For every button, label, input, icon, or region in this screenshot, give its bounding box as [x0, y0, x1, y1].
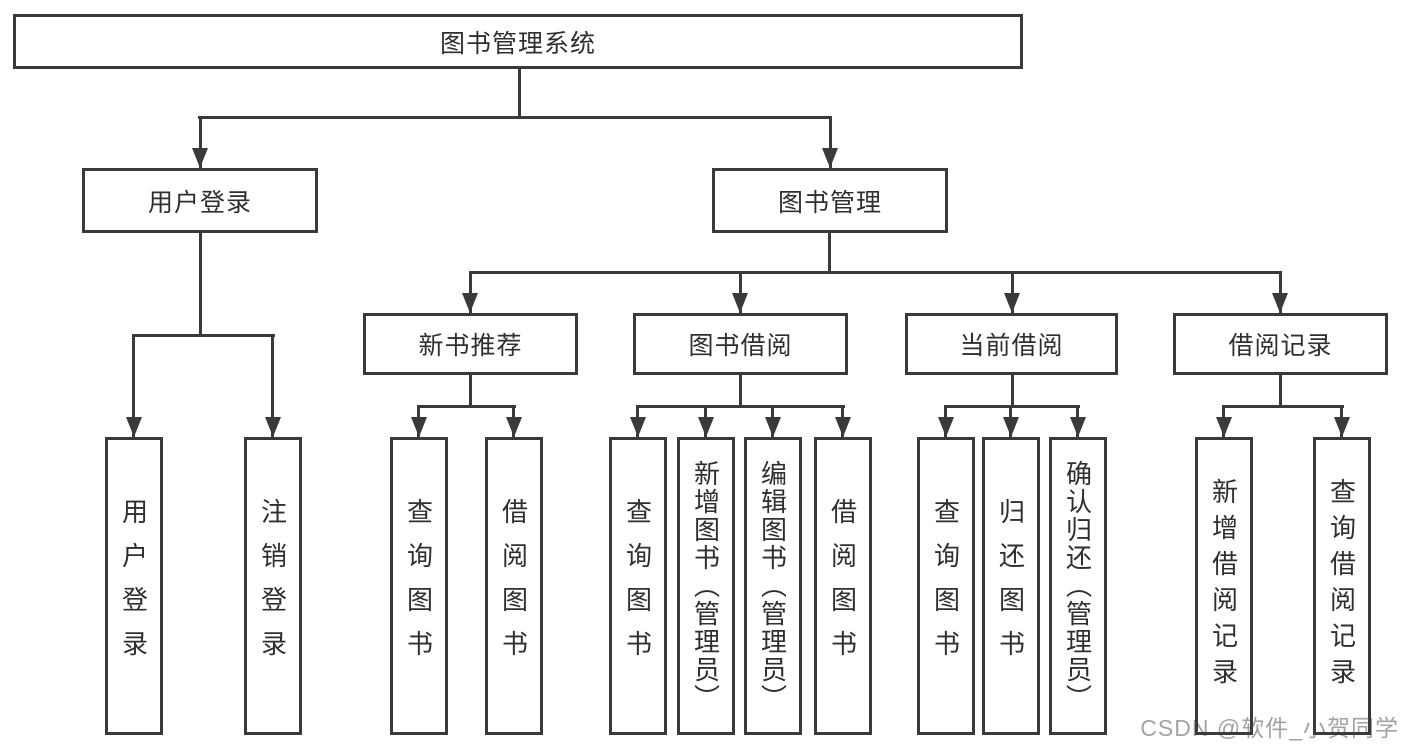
connector-drop-level3 — [1011, 271, 1014, 313]
node-current-borrow: 当前借阅 — [905, 313, 1118, 375]
connector-current-borrow-bar — [944, 405, 1080, 408]
arrowhead-down-icon — [1216, 417, 1232, 437]
arrowhead-down-icon — [698, 417, 714, 437]
arrowhead-down-icon — [822, 148, 838, 168]
connector-drop-leaf — [271, 334, 274, 437]
arrowhead-down-icon — [732, 293, 748, 313]
node-root: 图书管理系统 — [13, 14, 1023, 69]
connector-drop-level3 — [1279, 271, 1282, 313]
leaf-query-books-recommend: 查询图书 — [390, 437, 448, 735]
arrowhead-down-icon — [1272, 293, 1288, 313]
arrowhead-down-icon — [765, 417, 781, 437]
connector-borrow-records-bar — [1222, 405, 1344, 408]
leaf-return-books: 归还图书 — [982, 437, 1040, 735]
arrowhead-down-icon — [411, 417, 427, 437]
connector-user-login-stub — [199, 233, 202, 337]
arrowhead-down-icon — [506, 417, 522, 437]
arrowhead-down-icon — [1070, 417, 1086, 437]
leaf-logout-login: 注销登录 — [244, 437, 302, 735]
node-user-login: 用户登录 — [82, 168, 318, 233]
leaf-query-books-current: 查询图书 — [917, 437, 975, 735]
connector-drop-level3 — [739, 271, 742, 313]
arrowhead-down-icon — [1334, 417, 1350, 437]
connector-drop-leaf — [132, 334, 135, 437]
arrowhead-down-icon — [462, 293, 478, 313]
connector-level2-bar — [469, 271, 1282, 274]
node-book-mgmt: 图书管理 — [712, 168, 948, 233]
connector-book-borrow-stub — [739, 375, 742, 408]
leaf-confirm-return-admin: 确认归还（管理员） — [1049, 437, 1107, 735]
leaf-query-books-borrow: 查询图书 — [609, 437, 667, 735]
leaf-add-borrow-record: 新增借阅记录 — [1195, 437, 1253, 735]
connector-level1-bar — [198, 116, 832, 119]
node-new-books: 新书推荐 — [363, 313, 578, 375]
connector-book-mgmt-stub — [828, 233, 831, 274]
connector-new-books-stub — [469, 375, 472, 408]
connector-book-borrow-bar — [636, 405, 845, 408]
leaf-add-books-admin: 新增图书（管理员） — [677, 437, 735, 735]
leaf-borrow-books: 借阅图书 — [814, 437, 872, 735]
connector-drop-book-mgmt — [829, 116, 832, 168]
leaf-borrow-books-recommend: 借阅图书 — [485, 437, 543, 735]
node-borrow-records: 借阅记录 — [1173, 313, 1388, 375]
arrowhead-down-icon — [1003, 417, 1019, 437]
arrowhead-down-icon — [126, 417, 142, 437]
connector-root-stub — [518, 69, 521, 118]
leaf-edit-books-admin: 编辑图书（管理员） — [744, 437, 802, 735]
csdn-watermark: CSDN @软件_小贺同学 — [1140, 715, 1399, 741]
leaf-user-login: 用户登录 — [105, 437, 163, 735]
connector-new-books-bar — [417, 405, 516, 408]
connector-drop-level3 — [469, 271, 472, 313]
connector-user-login-bar — [132, 334, 275, 337]
arrowhead-down-icon — [630, 417, 646, 437]
connector-current-borrow-stub — [1011, 375, 1014, 408]
arrowhead-down-icon — [1004, 293, 1020, 313]
arrowhead-down-icon — [265, 417, 281, 437]
leaf-query-borrow-record: 查询借阅记录 — [1313, 437, 1371, 735]
arrowhead-down-icon — [192, 148, 208, 168]
node-book-borrow: 图书借阅 — [633, 313, 848, 375]
connector-drop-user-login — [199, 116, 202, 168]
connector-borrow-records-stub — [1279, 375, 1282, 408]
arrowhead-down-icon — [835, 417, 851, 437]
arrowhead-down-icon — [938, 417, 954, 437]
